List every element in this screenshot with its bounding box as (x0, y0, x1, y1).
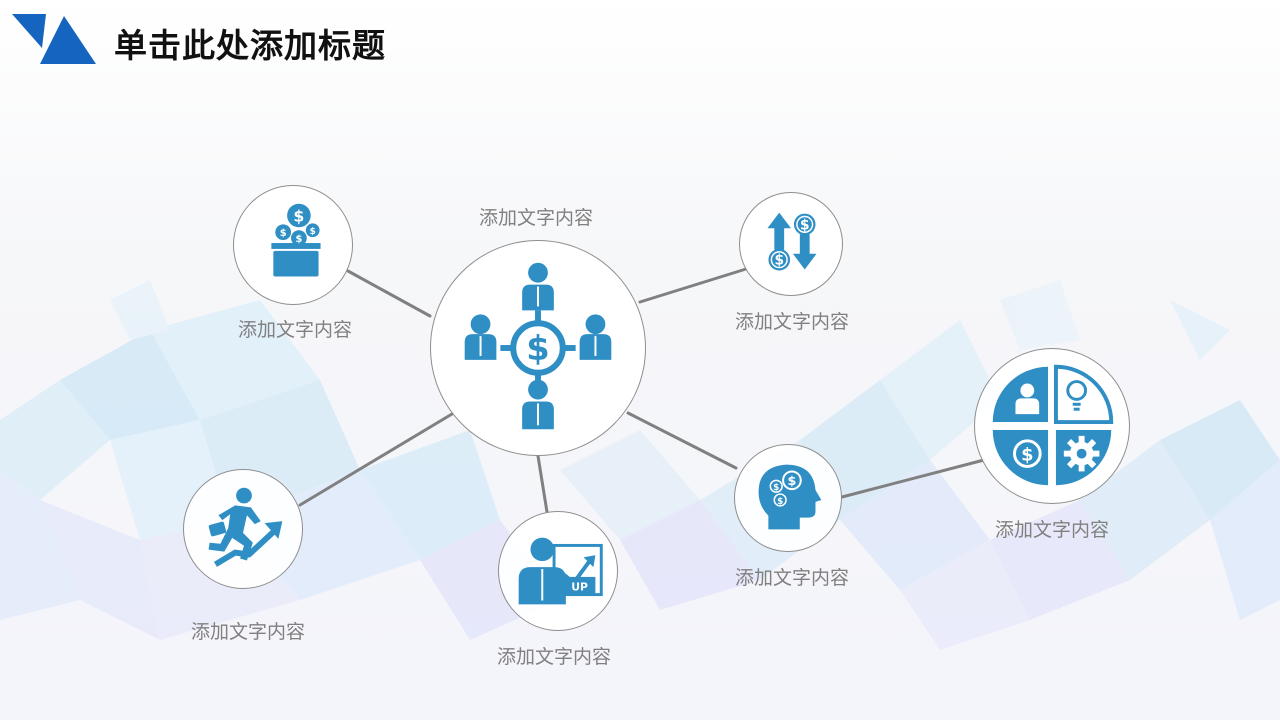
running-businessman-icon (208, 487, 283, 567)
node-strategy[interactable]: $ (974, 348, 1130, 504)
svg-text:UP: UP (571, 581, 588, 594)
business-growth-up-icon: UP (518, 537, 603, 605)
node-running-label: 添加文字内容 (190, 621, 306, 643)
money-box-icon: $ $ $ $ (271, 203, 321, 277)
connector-savings (346, 269, 432, 318)
svg-text:$: $ (295, 234, 302, 245)
connector-thinking (626, 411, 738, 470)
connector-growth (536, 454, 549, 514)
business-quadrant-icon: $ (992, 364, 1114, 486)
logo-triangles (12, 14, 96, 64)
node-strategy-label: 添加文字内容 (994, 519, 1110, 541)
svg-text:$: $ (280, 228, 287, 239)
svg-text:$: $ (526, 329, 549, 368)
svg-text:$: $ (1021, 446, 1033, 466)
connector-running (298, 412, 454, 507)
node-exchange-label: 添加文字内容 (734, 311, 850, 333)
svg-text:$: $ (777, 497, 783, 507)
node-growth[interactable]: UP (498, 511, 618, 631)
svg-text:$: $ (774, 253, 784, 269)
connector-strategy (840, 458, 986, 499)
node-savings-label: 添加文字内容 (237, 319, 353, 341)
node-thinking-label: 添加文字内容 (734, 567, 850, 589)
money-mind-icon: $ $ $ (758, 464, 822, 530)
page-title[interactable]: 单击此处添加标题 (114, 26, 386, 65)
svg-text:$: $ (773, 483, 779, 493)
money-exchange-icon: $ $ (767, 212, 817, 271)
svg-text:$: $ (787, 474, 796, 489)
connector-exchange (638, 267, 748, 304)
svg-text:$: $ (800, 217, 810, 233)
center-node-label: 添加文字内容 (478, 207, 594, 229)
node-running[interactable] (183, 469, 303, 589)
svg-text:$: $ (310, 227, 316, 237)
node-growth-label: 添加文字内容 (496, 646, 612, 668)
svg-text:$: $ (293, 206, 304, 225)
node-thinking[interactable]: $ $ $ (734, 444, 842, 552)
people-network-dollar-icon: $ (464, 262, 612, 430)
node-savings[interactable]: $ $ $ $ (233, 185, 353, 305)
node-exchange[interactable]: $ $ (739, 192, 843, 296)
center-node[interactable]: $ (430, 240, 646, 456)
